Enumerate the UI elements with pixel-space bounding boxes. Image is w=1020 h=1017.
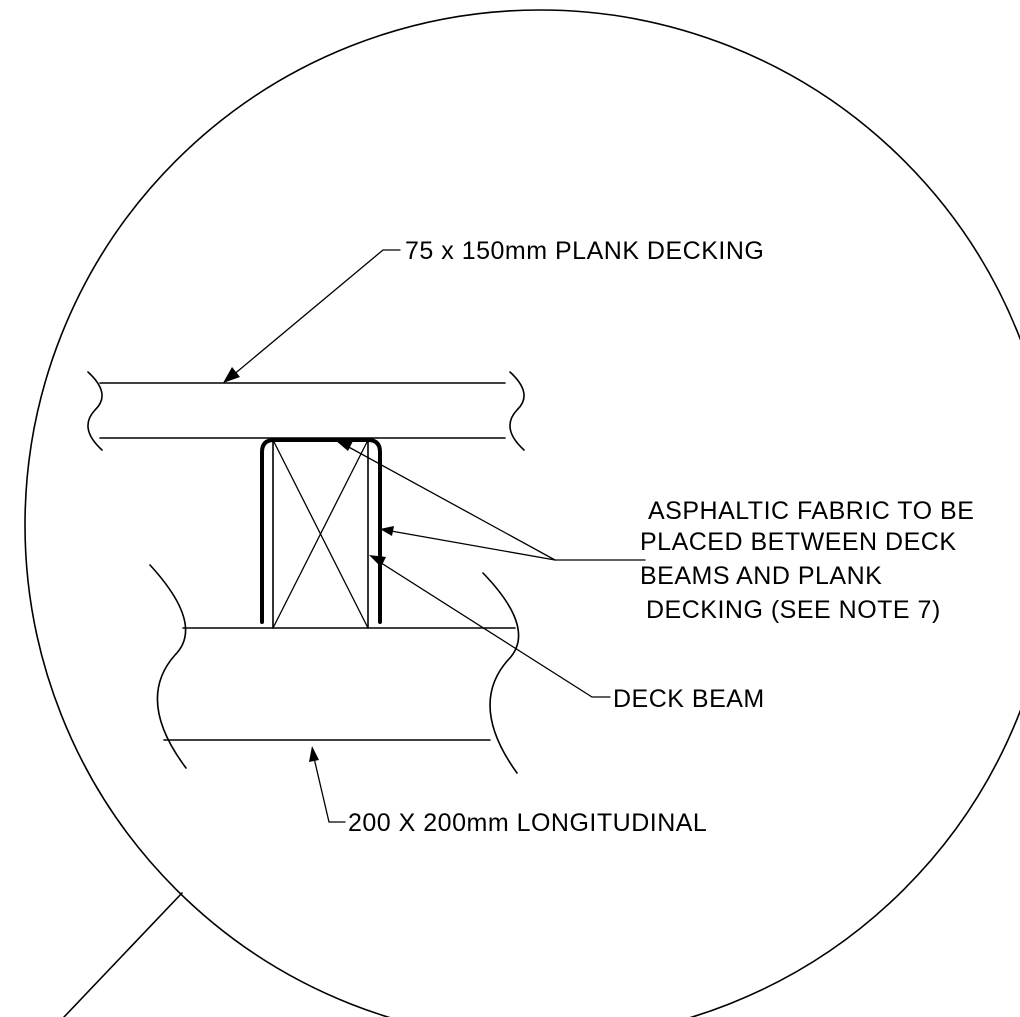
label-asphaltic-line4: DECKING (SEE NOTE 7) xyxy=(646,596,941,624)
deck-beam xyxy=(272,439,369,629)
label-plank-decking: 75 x 150mm PLANK DECKING xyxy=(405,237,764,265)
label-asphaltic-line1: ASPHALTIC FABRIC TO BE xyxy=(648,497,974,525)
detail-callout-leader xyxy=(63,892,183,1017)
detail-circle xyxy=(24,9,1020,1017)
label-longitudinal: 200 X 200mm LONGITUDINAL xyxy=(348,809,707,837)
leader-deck-beam xyxy=(369,555,611,698)
label-deck-beam: DECK BEAM xyxy=(613,685,765,713)
asphaltic-fabric xyxy=(260,438,382,624)
longitudinal-beam xyxy=(149,564,520,774)
leader-plank-decking xyxy=(223,249,401,383)
leader-asphaltic-fabric xyxy=(335,440,646,561)
leader-longitudinal xyxy=(309,746,346,823)
label-asphaltic-line2: PLACED BETWEEN DECK xyxy=(640,528,957,556)
label-asphaltic-line3: BEAMS AND PLANK xyxy=(640,562,882,590)
